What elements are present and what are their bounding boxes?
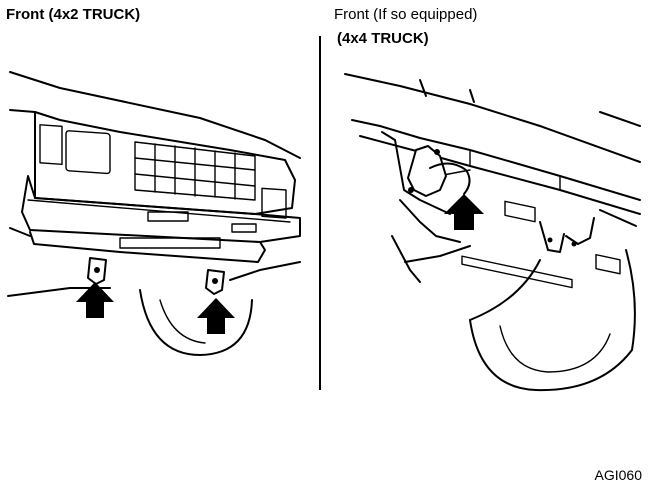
right-panel-title-line2: (4x4 TRUCK)	[337, 30, 429, 47]
tow-hook-arrow-left	[76, 282, 114, 318]
right-panel-title-line1: Front (If so equipped)	[334, 6, 478, 23]
tow-hook-arrow-4x4	[444, 194, 484, 230]
left-panel-title: Front (4x2 TRUCK)	[6, 6, 141, 23]
truck-4x2-illustration	[7, 71, 301, 356]
tow-hook-arrow-right	[197, 298, 235, 334]
truck-4x4-illustration	[344, 73, 641, 392]
figure-reference-code: AGI060	[594, 467, 642, 483]
